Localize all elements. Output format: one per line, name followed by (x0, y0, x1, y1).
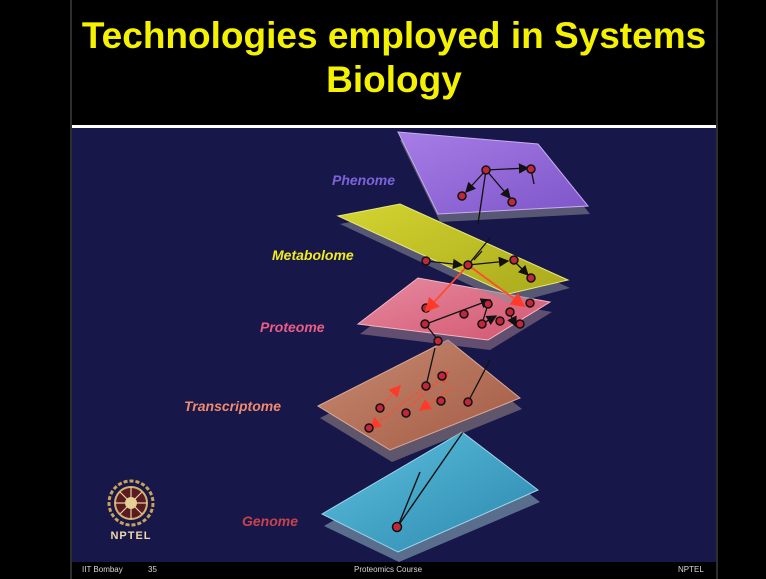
title-band: Technologies employed in Systems Biology (70, 0, 718, 125)
transcriptome-edge (368, 385, 427, 429)
slide: Technologies employed in Systems Biology (70, 0, 718, 579)
proteome-node (477, 319, 487, 329)
slide-border-left (70, 0, 72, 579)
metabolome-node (526, 273, 536, 283)
metabolome-edge (467, 237, 491, 266)
slide-border-right (716, 0, 718, 579)
metabolome-node (463, 260, 473, 270)
phenome-node (507, 197, 517, 207)
metabolome-edge (473, 250, 483, 261)
transcriptome-node (364, 423, 374, 433)
genome-node (391, 521, 403, 533)
proteome-node (505, 307, 515, 317)
slide-footer: IIT Bombay 35 Proteomics Course NPTEL (70, 562, 718, 579)
metabolome-node (509, 255, 519, 265)
phenome-node (457, 191, 467, 201)
footer-course: Proteomics Course (354, 565, 423, 574)
proteome-node (433, 336, 443, 346)
nptel-logo-text: NPTEL (110, 530, 152, 542)
proteome-node (525, 298, 535, 308)
transcriptome-edge (418, 387, 453, 411)
metabolome-layer (336, 203, 570, 313)
phenome-edge (477, 169, 487, 225)
proteome-node (420, 319, 430, 329)
metabolome-edge (425, 258, 464, 270)
footer-brand: NPTEL (678, 565, 704, 574)
transcriptome-layer (316, 339, 522, 462)
metabolome-edge (467, 256, 510, 268)
genome-edge (397, 471, 421, 527)
proteome-node (495, 316, 505, 326)
transcriptome-node (436, 396, 446, 406)
phenome-node (526, 164, 536, 174)
title-divider (70, 125, 718, 128)
phenome-edge (485, 163, 530, 174)
transcriptome-node (437, 371, 447, 381)
phenome-layer (397, 131, 590, 225)
transcriptome-edge (467, 359, 491, 403)
transcriptome-node (421, 381, 431, 391)
transcriptome-node (463, 397, 473, 407)
transcriptome-node (401, 408, 411, 418)
genome-label: Genome (242, 513, 298, 529)
transcriptome-node (375, 403, 385, 413)
metabolome-label: Metabolome (272, 247, 354, 263)
transcriptome-edge (425, 347, 436, 387)
genome-edge (397, 431, 464, 527)
nptel-emblem-icon (107, 479, 155, 527)
proteome-node (515, 319, 525, 329)
phenome-label: Phenome (332, 172, 395, 188)
proteome-edge (425, 298, 492, 325)
phenome-edge (485, 169, 511, 199)
metabolome-edge (467, 264, 526, 308)
footer-institution: IIT Bombay (82, 565, 123, 574)
metabolome-node (421, 256, 431, 266)
slide-title-line-2: Biology (326, 59, 462, 100)
proteome-node (483, 299, 493, 309)
nptel-logo: NPTEL (106, 478, 156, 550)
proteome-node (459, 309, 469, 319)
footer-slide-number: 35 (148, 565, 157, 574)
omics-layer-diagram: Phenome Metabolome Proteome Transcriptom… (184, 131, 590, 562)
genome-layer (320, 431, 540, 562)
phenome-edge (465, 169, 487, 193)
transcriptome-label: Transcriptome (184, 398, 281, 414)
omics-diagram-panel: Phenome Metabolome Proteome Transcriptom… (70, 128, 718, 562)
metabolome-edge (424, 264, 469, 313)
slide-title-line-1: Technologies employed in Systems (81, 15, 707, 56)
proteome-label: Proteome (260, 319, 325, 335)
slide-title: Technologies employed in Systems Biology (70, 14, 718, 102)
phenome-node (481, 165, 491, 175)
